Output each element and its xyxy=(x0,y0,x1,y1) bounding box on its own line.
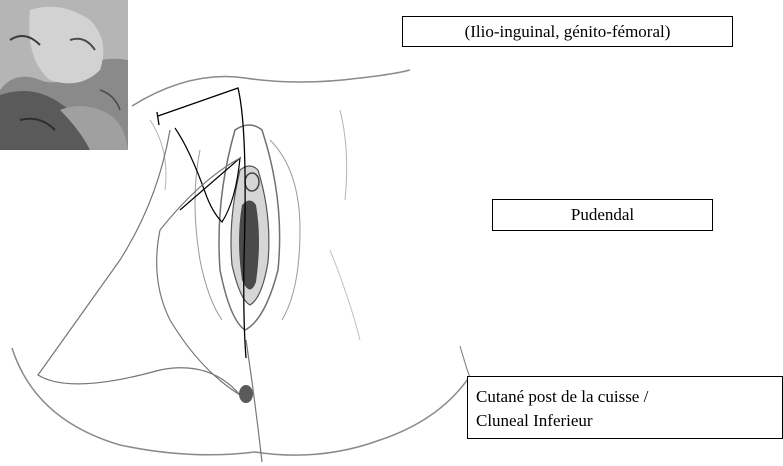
vestibule-shading xyxy=(239,201,259,290)
label-cutane-line2: Cluneal Inferieur xyxy=(476,409,782,433)
label-pudendal: Pudendal xyxy=(492,199,713,231)
label-ilio-inguinal-text: (Ilio-inguinal, génito-fémoral) xyxy=(465,22,671,41)
right-fold-sketch xyxy=(270,140,300,320)
posterior-femoral-territory xyxy=(38,130,240,395)
shade-stroke xyxy=(330,250,360,340)
left-thigh-contour xyxy=(12,348,255,455)
anus-marker xyxy=(239,385,253,403)
label-pudendal-text: Pudendal xyxy=(571,205,634,224)
genito-femoral-territory xyxy=(175,128,240,222)
right-thigh-contour xyxy=(255,376,470,455)
label-cutane-line1: Cutané post de la cuisse / xyxy=(476,385,782,409)
label-cutane-post: Cutané post de la cuisse / Cluneal Infer… xyxy=(467,376,783,439)
shade-stroke xyxy=(340,110,347,200)
upper-contour xyxy=(132,70,410,106)
label-ilio-inguinal: (Ilio-inguinal, génito-fémoral) xyxy=(402,16,733,47)
ilio-inguinal-tick xyxy=(157,112,159,125)
right-edge-contour xyxy=(460,346,470,376)
